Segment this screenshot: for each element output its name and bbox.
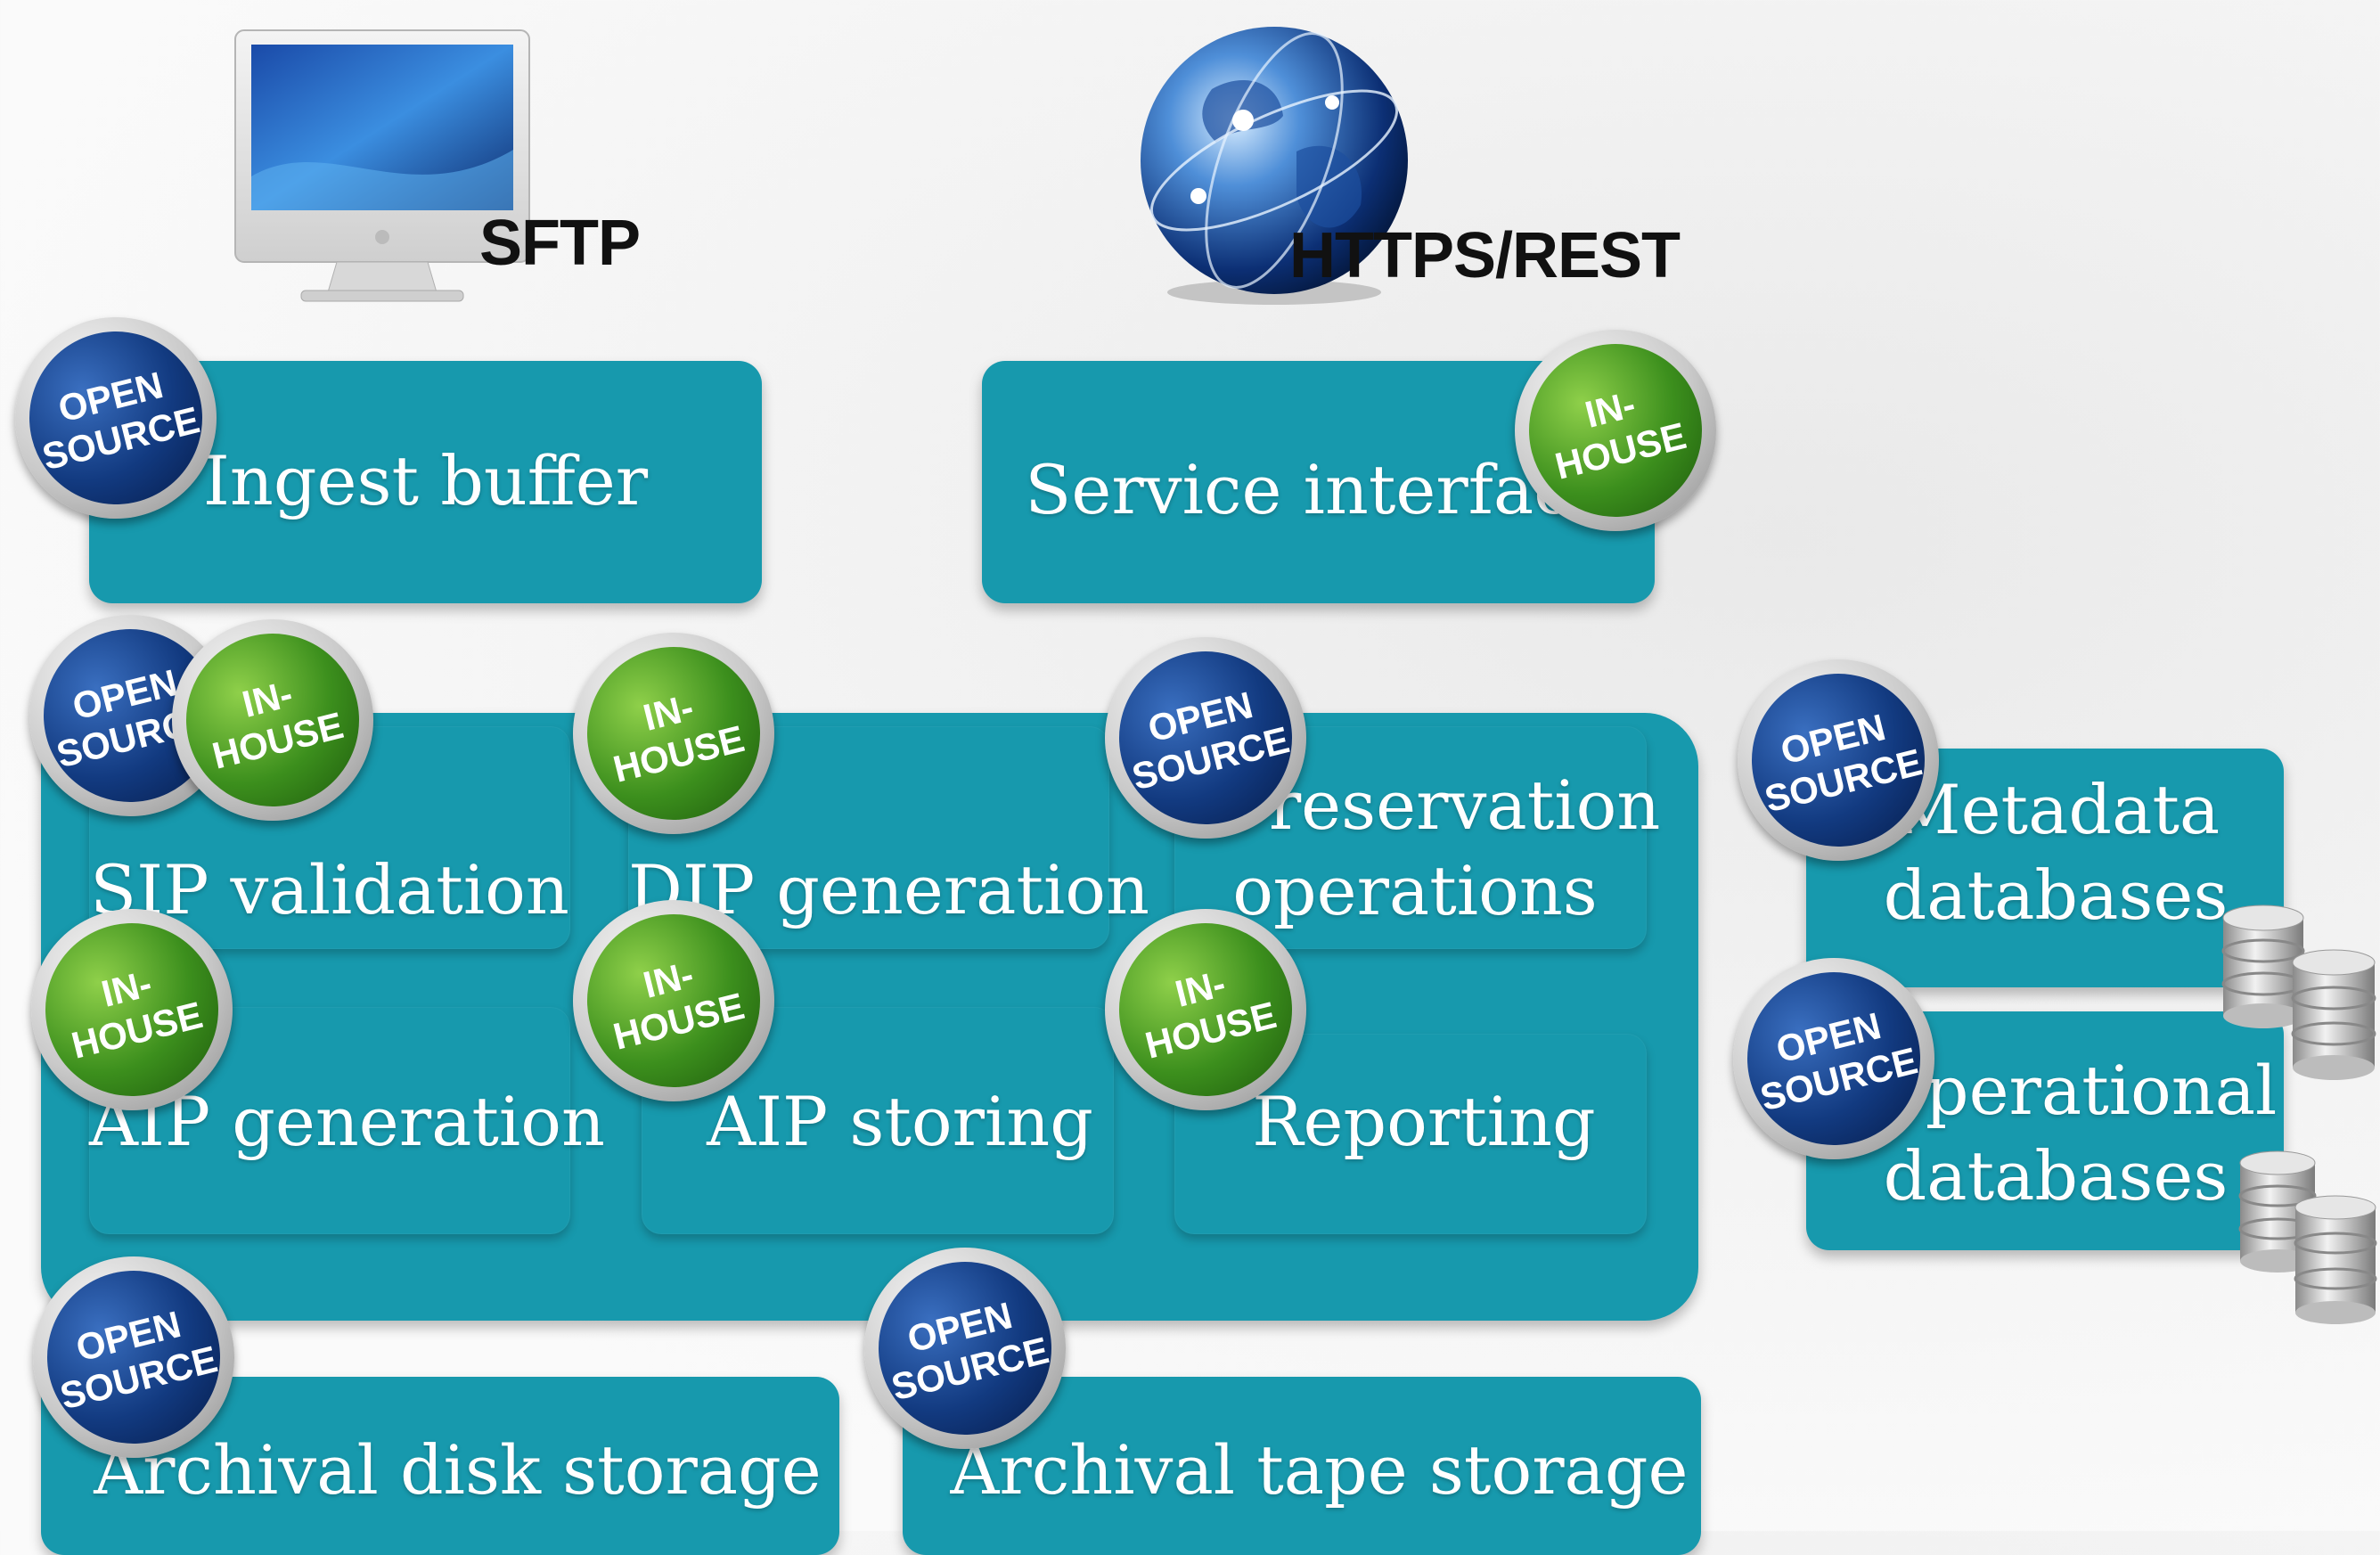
in-house-badge-reporting: IN-HOUSE bbox=[1100, 904, 1311, 1115]
archival-disk-storage-box[interactable]: Archival disk storage bbox=[41, 1377, 839, 1555]
preservation-operations-box[interactable]: Preservation operations bbox=[1174, 726, 1660, 949]
metadata-label-line1: Metadata bbox=[1891, 770, 2221, 849]
in-house-badge-aip-storing: IN-HOUSE bbox=[568, 896, 779, 1106]
ingest-buffer-label: Ingest buffer bbox=[202, 441, 649, 520]
operational-label-line2: databases bbox=[1883, 1136, 2229, 1215]
in-house-badge-sip: IN-HOUSE bbox=[168, 615, 378, 825]
database-icon bbox=[2238, 1150, 2377, 1324]
reporting-label: Reporting bbox=[1252, 1082, 1596, 1161]
archival-tape-label: Archival tape storage bbox=[950, 1430, 1689, 1510]
archival-tape-storage-box[interactable]: Archival tape storage bbox=[903, 1377, 1701, 1555]
in-house-badge-dip: IN-HOUSE bbox=[568, 628, 779, 839]
operational-label-line1: Operational bbox=[1869, 1051, 2278, 1130]
aip-storing-label: AIP storing bbox=[707, 1082, 1093, 1161]
in-house-badge-aip-generation: IN-HOUSE bbox=[27, 904, 237, 1115]
in-house-badge-service: IN-HOUSE bbox=[1510, 325, 1721, 536]
computer-monitor-icon bbox=[234, 29, 530, 302]
database-icon bbox=[2221, 904, 2376, 1080]
service-interface-label: Service interface bbox=[1025, 450, 1612, 529]
https-rest-label: HTTPS/REST bbox=[1289, 220, 1681, 291]
sftp-label: SFTP bbox=[479, 208, 641, 279]
globe-icon bbox=[1141, 27, 1408, 305]
archival-disk-label: Archival disk storage bbox=[94, 1430, 822, 1510]
metadata-label-line2: databases bbox=[1883, 855, 2229, 935]
preservation-label-line2: operations bbox=[1232, 851, 1598, 930]
